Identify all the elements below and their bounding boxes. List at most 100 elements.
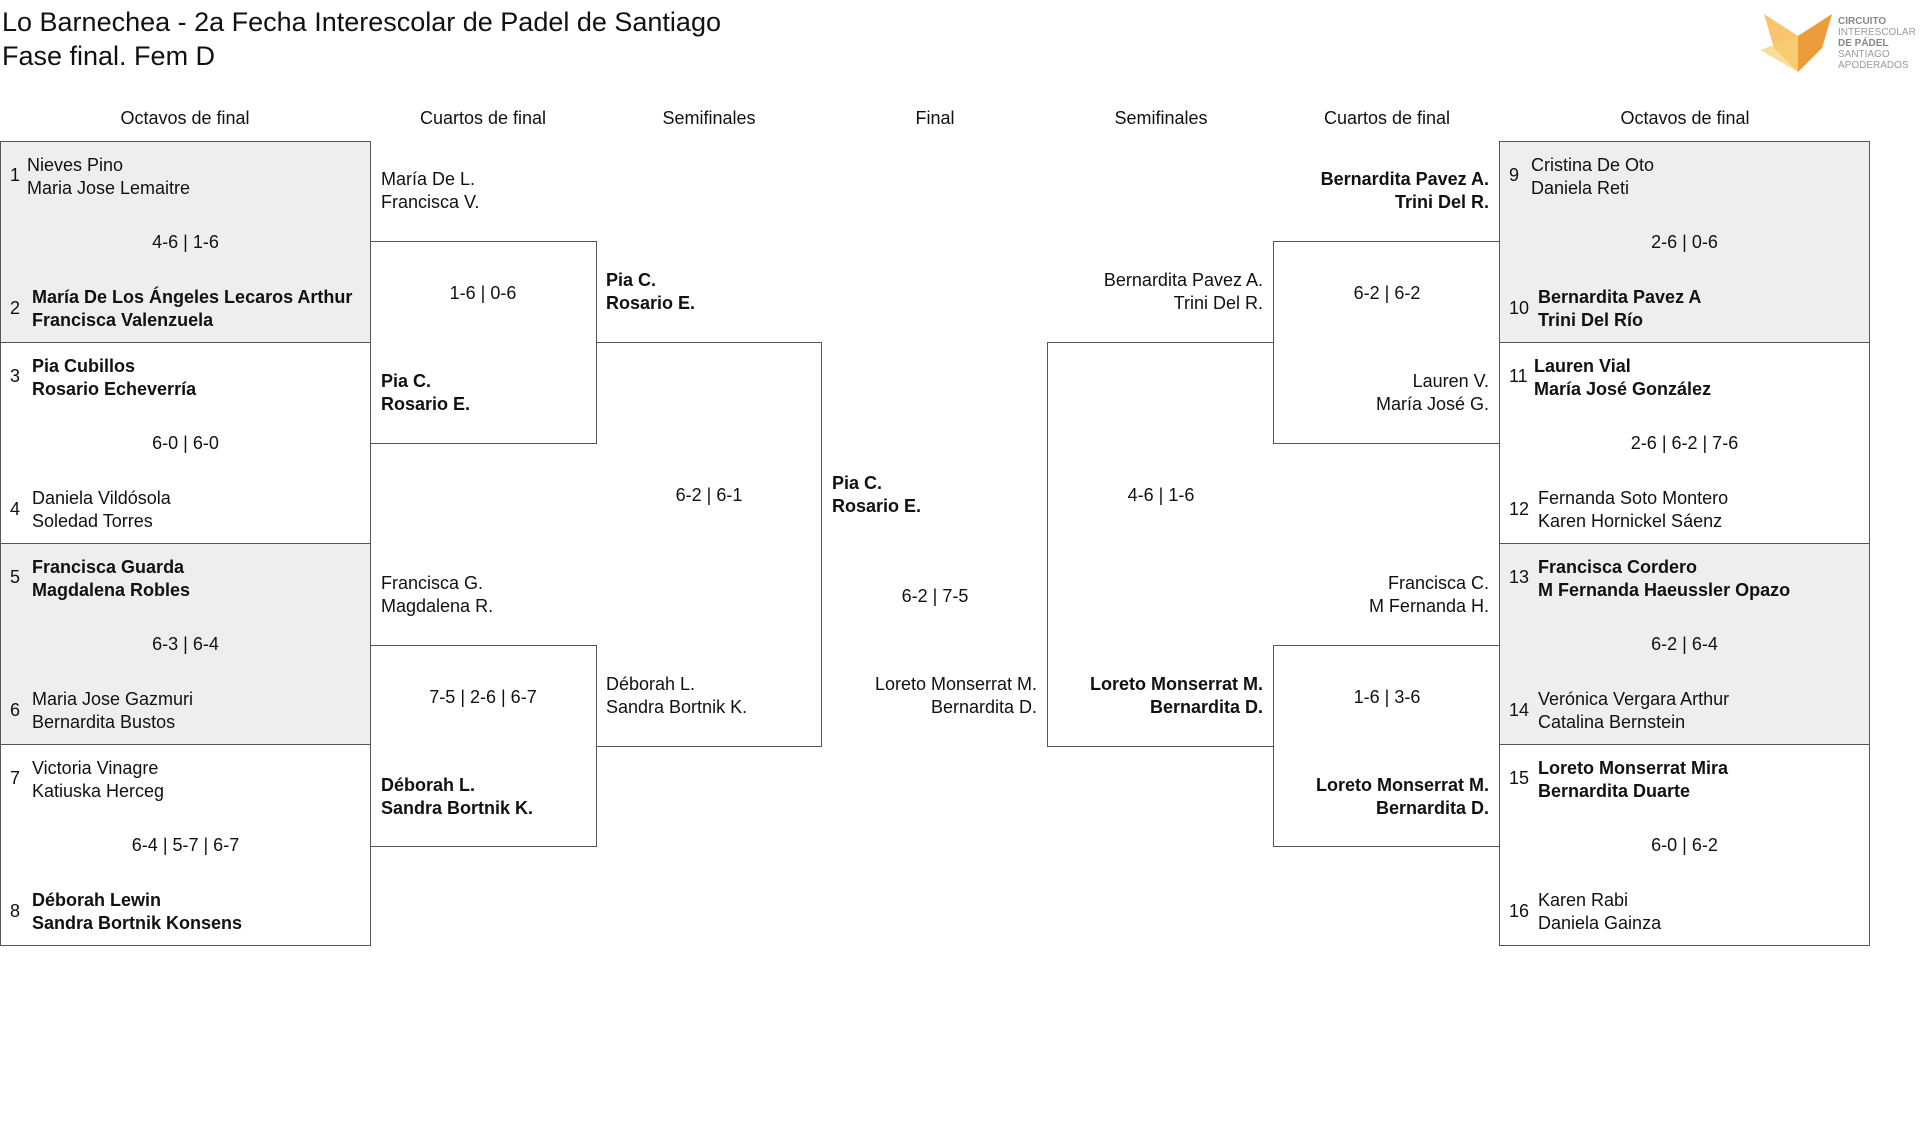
- match-score: 6-2 | 6-4: [1651, 634, 1718, 654]
- player-name: Catalina Bernstein: [1538, 712, 1686, 732]
- player-name: Francisca Valenzuela: [32, 310, 214, 330]
- qf-left-2-team-b-winner: Déborah L. Sandra Bortnik K.: [381, 774, 533, 820]
- seed-number: 15: [1509, 768, 1530, 788]
- team-b: Karen Rabi Daniela Gainza: [1538, 889, 1661, 935]
- player-name: Lauren V.: [1412, 371, 1489, 391]
- qf-right-1-team-b: Lauren V. María José G.: [1274, 370, 1489, 416]
- final-team-b: Loreto Monserrat M. Bernardita D.: [822, 673, 1037, 719]
- qf-right-1-team-a-winner: Bernardita Pavez A. Trini Del R.: [1274, 168, 1489, 214]
- round-header-right-qf: Cuartos de final: [1323, 108, 1451, 128]
- team-b-winner: Déborah Lewin Sandra Bortnik Konsens: [32, 889, 242, 935]
- seed-number: 7: [10, 768, 21, 788]
- match-score: 6-0 | 6-0: [152, 433, 219, 453]
- player-name: Bernardita Duarte: [1538, 781, 1691, 801]
- logo-line-5: APODERADOS: [1838, 60, 1909, 71]
- team-a-winner: Francisca Guarda Magdalena Robles: [32, 556, 190, 602]
- team-b: Verónica Vergara Arthur Catalina Bernste…: [1538, 688, 1729, 734]
- player-name: Bernardita D.: [1375, 798, 1489, 818]
- match-r16-right-3: 13 Francisca Cordero M Fernanda Haeussle…: [1499, 543, 1870, 745]
- player-name: Sandra Bortnik K.: [381, 798, 534, 818]
- match-score: 6-4 | 5-7 | 6-7: [131, 835, 240, 855]
- round-header-left-qf: Cuartos de final: [419, 108, 547, 128]
- player-name: Loreto Monserrat M.: [1315, 775, 1489, 795]
- player-name: Pia C.: [381, 371, 432, 391]
- player-name: Pia Cubillos: [32, 356, 136, 376]
- qf-left-1-score: 1-6 | 0-6: [449, 283, 517, 303]
- player-name: Francisca C.: [1387, 573, 1489, 593]
- player-name: Trini Del Río: [1538, 310, 1644, 330]
- qf-left-2-score: 7-5 | 2-6 | 6-7: [429, 687, 537, 707]
- player-name: Francisca Guarda: [32, 557, 185, 577]
- match-score: 6-0 | 6-2: [1651, 835, 1718, 855]
- team-a-winner: Francisca Cordero M Fernanda Haeussler O…: [1538, 556, 1790, 602]
- team-b: Daniela Vildósola Soledad Torres: [32, 487, 171, 533]
- match-sf-left: [596, 342, 822, 747]
- sf-right-score: 4-6 | 1-6: [1127, 485, 1195, 505]
- seed-number: 8: [10, 901, 21, 921]
- player-name: Karen Hornickel Sáenz: [1538, 511, 1723, 531]
- page-title: Lo Barnechea - 2a Fecha Interescolar de …: [2, 7, 721, 37]
- player-name: Francisca Cordero: [1538, 557, 1698, 577]
- seed-number: 4: [10, 499, 21, 519]
- player-name: Rosario E.: [606, 293, 696, 313]
- match-r16-right-4: 15 Loreto Monserrat Mira Bernardita Duar…: [1499, 744, 1870, 946]
- sf-left-team-b: Déborah L. Sandra Bortnik K.: [606, 673, 747, 719]
- player-name: María José González: [1534, 379, 1712, 399]
- match-score: 2-6 | 0-6: [1651, 232, 1718, 252]
- seed-number: 13: [1509, 567, 1530, 587]
- final-team-a-winner: Pia C. Rosario E.: [832, 472, 921, 518]
- team-b: Maria Jose Gazmuri Bernardita Bustos: [32, 688, 193, 734]
- team-a: Cristina De Oto Daniela Reti: [1531, 154, 1654, 200]
- player-name: Daniela Vildósola: [32, 488, 171, 508]
- match-qf-right-2: [1273, 645, 1500, 847]
- player-name: Bernardita D.: [1149, 697, 1263, 717]
- team-b-winner: Bernardita Pavez A Trini Del Río: [1538, 286, 1701, 332]
- qf-right-2-score: 1-6 | 3-6: [1353, 687, 1421, 707]
- player-name: María De L.: [381, 169, 476, 189]
- player-name: Déborah L.: [606, 674, 696, 694]
- round-header-left-sf: Semifinales: [662, 108, 756, 128]
- match-r16-left-3: 5 Francisca Guarda Magdalena Robles 6-3 …: [0, 543, 371, 745]
- round-header-right-r16: Octavos de final: [1620, 108, 1750, 128]
- player-name: Lauren Vial: [1534, 356, 1631, 376]
- circuit-logo: CIRCUITO INTERESCOLAR DE PÁDEL SANTIAGO …: [1760, 14, 1920, 76]
- sf-left-team-a-winner: Pia C. Rosario E.: [606, 269, 695, 315]
- qf-right-2-team-a: Francisca C. M Fernanda H.: [1274, 572, 1489, 618]
- page-subtitle: Fase final. Fem D: [2, 41, 216, 71]
- seed-number: 3: [10, 366, 21, 386]
- match-qf-right-1: [1273, 241, 1500, 444]
- player-name: Francisca V.: [381, 192, 480, 212]
- logo-text: CIRCUITO INTERESCOLAR DE PÁDEL SANTIAGO …: [1838, 16, 1916, 71]
- match-r16-left-4: 7 Victoria Vinagre Katiuska Herceg 6-4 |…: [0, 744, 371, 946]
- player-name: Katiuska Herceg: [32, 781, 165, 801]
- match-score: 4-6 | 1-6: [152, 232, 219, 252]
- logo-line-2: INTERESCOLAR: [1838, 27, 1916, 38]
- match-r16-right-2: 11 Lauren Vial María José González 2-6 |…: [1499, 342, 1870, 544]
- player-name: Loreto Monserrat Mira: [1538, 758, 1729, 778]
- player-name: Magdalena Robles: [32, 580, 191, 600]
- seed-number: 9: [1509, 165, 1520, 185]
- player-name: Bernardita Pavez A.: [1320, 169, 1489, 189]
- round-header-final: Final: [915, 108, 955, 128]
- seed-number: 6: [10, 700, 21, 720]
- player-name: Maria Jose Gazmuri: [32, 689, 194, 709]
- player-name: Daniela Reti: [1531, 178, 1630, 198]
- qf-left-2-team-a: Francisca G. Magdalena R.: [381, 572, 493, 618]
- team-a: Victoria Vinagre Katiuska Herceg: [32, 757, 164, 803]
- match-score: 2-6 | 6-2 | 7-6: [1630, 433, 1739, 453]
- player-name: Magdalena R.: [381, 596, 494, 616]
- seed-number: 5: [10, 567, 21, 587]
- seed-number: 14: [1509, 700, 1530, 720]
- player-name: Rosario E.: [832, 496, 922, 516]
- match-r16-right-1: 9 Cristina De Oto Daniela Reti 2-6 | 0-6…: [1499, 141, 1870, 343]
- logo-line-3: DE PÁDEL: [1838, 38, 1889, 49]
- team-a-winner: Loreto Monserrat Mira Bernardita Duarte: [1538, 757, 1728, 803]
- logo-line-4: SANTIAGO: [1838, 49, 1890, 60]
- seed-number: 1: [10, 165, 21, 185]
- sf-left-score: 6-2 | 6-1: [675, 485, 743, 505]
- player-name: Victoria Vinagre: [32, 758, 159, 778]
- round-header-right-sf: Semifinales: [1114, 108, 1208, 128]
- player-name: Trini Del R.: [1394, 192, 1489, 212]
- qf-right-2-team-b-winner: Loreto Monserrat M. Bernardita D.: [1274, 774, 1489, 820]
- seed-number: 16: [1509, 901, 1530, 921]
